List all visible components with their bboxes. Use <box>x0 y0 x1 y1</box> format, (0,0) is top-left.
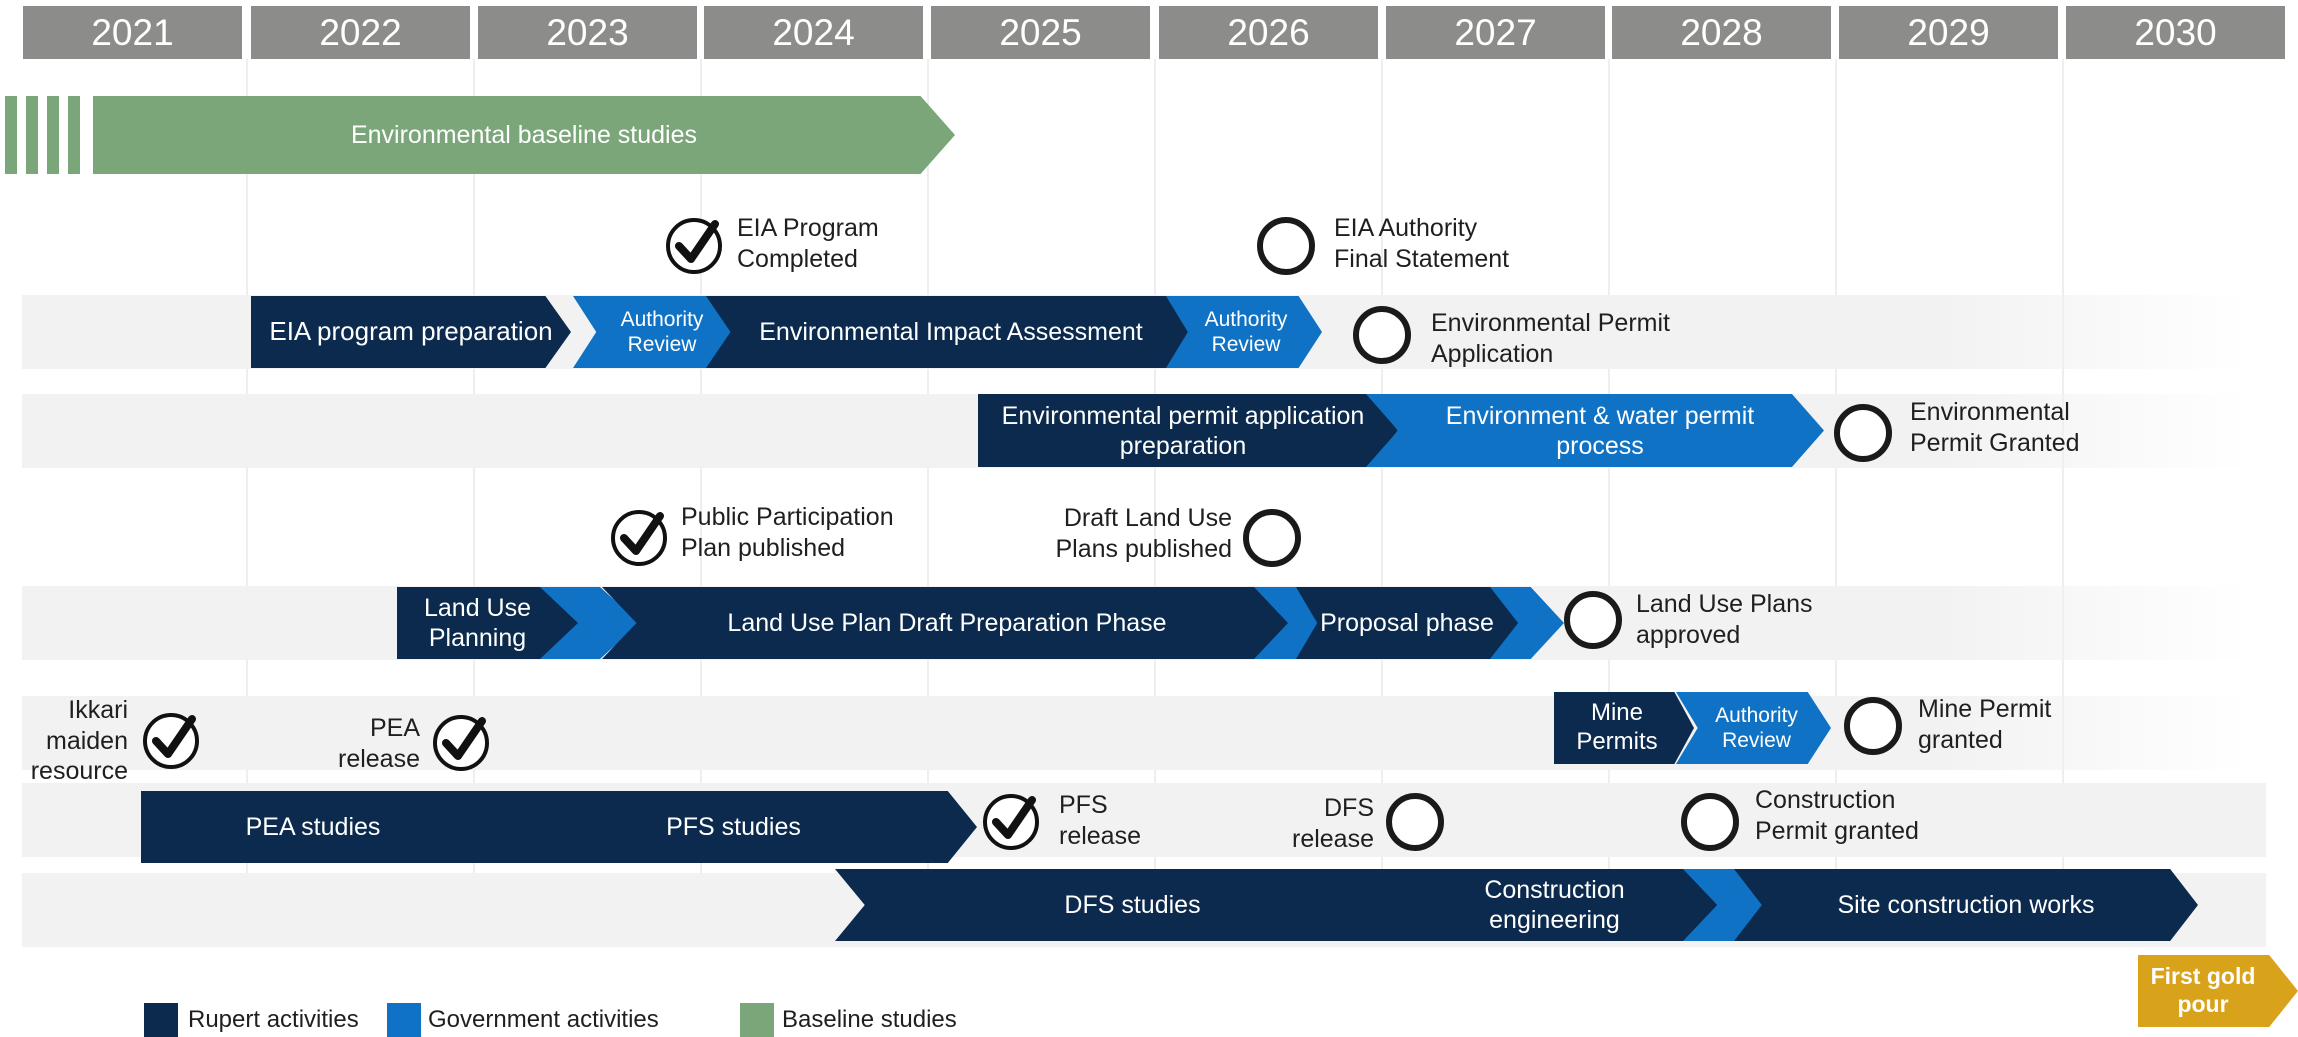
checkmark-circle-icon <box>666 218 722 274</box>
pending-circle-icon <box>1386 793 1444 851</box>
year-2029: 2029 <box>1839 6 2058 59</box>
checkmark-circle-icon <box>143 713 199 769</box>
baseline-stripe <box>68 96 80 174</box>
legend-label-baseline: Baseline studies <box>782 1006 957 1033</box>
milestone-label-land-use-approved: Land Use Plans approved <box>1636 590 1813 649</box>
baseline-studies-bar: Environmental baseline studies <box>93 96 955 174</box>
legend-label-rupert: Rupert activities <box>188 1006 359 1033</box>
milestone-label-env-permit-application: Environmental Permit Application <box>1431 309 1670 368</box>
milestone-label-construction-permit: Construction Permit granted <box>1755 786 1919 845</box>
baseline-stripe <box>47 96 59 174</box>
year-2028: 2028 <box>1612 6 1831 59</box>
checkmark-circle-icon <box>433 715 489 771</box>
year-2024: 2024 <box>704 6 923 59</box>
milestone-label-dfs-release: DFS release <box>1292 794 1374 853</box>
pending-circle-icon <box>1564 591 1622 649</box>
milestone-label-eia-final-statement: EIA Authority Final Statement <box>1334 214 1510 273</box>
pending-circle-icon <box>1257 217 1315 275</box>
legend-swatch-rupert <box>144 1003 178 1037</box>
milestone-label-pea-release: PEA release <box>338 714 420 773</box>
pending-circle-icon <box>1681 793 1739 851</box>
baseline-stripe <box>5 96 17 174</box>
first-gold-pour-marker: First gold pour <box>2138 955 2298 1027</box>
legend-swatch-government <box>387 1003 421 1037</box>
authority-review-bar: Authority Review <box>573 296 739 368</box>
mine-permits-bar: Mine Permits <box>1554 692 1694 764</box>
authority-review-bar: Authority Review <box>1166 296 1322 368</box>
environment-water-permit-process-bar: Environment & water permit process <box>1366 394 1824 467</box>
pending-circle-icon <box>1353 306 1411 364</box>
pea-studies-bar: PEA studies <box>141 791 525 863</box>
baseline-stripe <box>26 96 38 174</box>
milestone-label-env-permit-granted: Environmental Permit Granted <box>1910 398 2080 457</box>
site-construction-works-bar: Site construction works <box>1734 869 2198 941</box>
proposal-phase-bar: Proposal phase <box>1296 587 1532 659</box>
pending-circle-icon <box>1844 697 1902 755</box>
land-use-draft-preparation-bar: Land Use Plan Draft Preparation Phase <box>602 587 1292 659</box>
year-2025: 2025 <box>931 6 1150 59</box>
authority-review-bar: Authority Review <box>1676 692 1831 764</box>
pending-circle-icon <box>1834 404 1892 462</box>
milestone-label-eia-completed: EIA Program Completed <box>737 214 879 273</box>
checkmark-circle-icon <box>983 794 1039 850</box>
year-2023: 2023 <box>478 6 697 59</box>
year-2026: 2026 <box>1159 6 1378 59</box>
construction-engineering-bar: Construction engineering <box>1396 869 1721 941</box>
dfs-studies-bar: DFS studies <box>835 869 1430 941</box>
legend-label-government: Government activities <box>428 1006 659 1033</box>
land-use-planning-bar: Land Use Planning <box>397 587 582 659</box>
pfs-studies-bar: PFS studies <box>490 791 977 863</box>
pending-circle-icon <box>1243 509 1301 567</box>
milestone-label-pfs-release: PFS release <box>1059 791 1141 850</box>
milestone-label-draft-land-use: Draft Land Use Plans published <box>1055 504 1232 563</box>
year-2022: 2022 <box>251 6 470 59</box>
eia-program-preparation-bar: EIA program preparation <box>251 296 571 368</box>
environmental-permit-preparation-bar: Environmental permit application prepara… <box>978 394 1398 467</box>
year-2030: 2030 <box>2066 6 2285 59</box>
milestone-label-mine-permit-granted: Mine Permit granted <box>1918 695 2052 754</box>
milestone-label-ikkari: Ikkari maiden resource <box>30 696 128 785</box>
year-2021: 2021 <box>23 6 242 59</box>
environmental-impact-assessment-bar: Environmental Impact Assessment <box>706 296 1196 368</box>
legend-swatch-baseline <box>740 1003 774 1037</box>
year-2027: 2027 <box>1386 6 1605 59</box>
milestone-label-public-participation: Public Participation Plan published <box>681 503 894 562</box>
checkmark-circle-icon <box>611 510 667 566</box>
